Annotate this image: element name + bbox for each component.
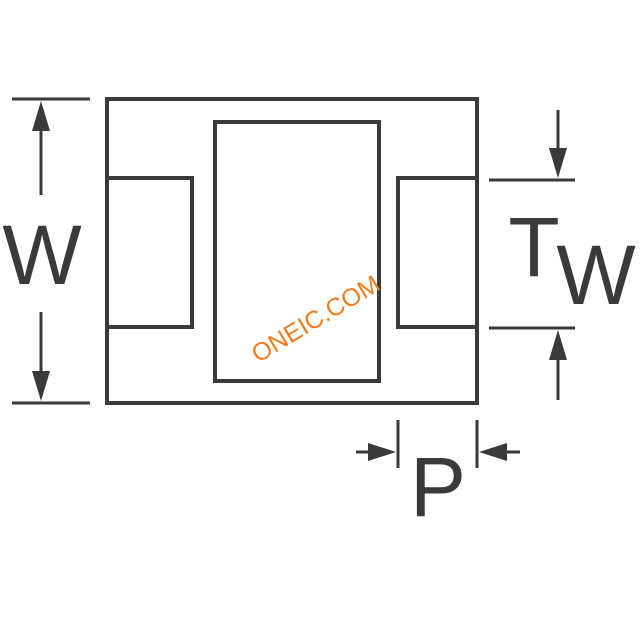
- pitch-label: P: [410, 440, 466, 534]
- p-arrow-right: [368, 443, 396, 461]
- component-body-outline: [105, 97, 479, 405]
- tw-arrow-down: [549, 148, 567, 178]
- right-terminal-pad: [396, 176, 479, 329]
- w-arrow-up: [32, 101, 50, 131]
- terminal-label-w: W: [556, 228, 635, 322]
- overall-width-label: W: [2, 208, 81, 302]
- p-arrow-left: [479, 443, 507, 461]
- center-body-rect: [213, 120, 381, 383]
- tw-arrow-up: [549, 330, 567, 360]
- left-terminal-pad: [105, 176, 194, 329]
- terminal-label-t: T: [508, 200, 559, 294]
- w-arrow-down: [32, 371, 50, 401]
- watermark-text: ONEIC.COM: [247, 270, 385, 368]
